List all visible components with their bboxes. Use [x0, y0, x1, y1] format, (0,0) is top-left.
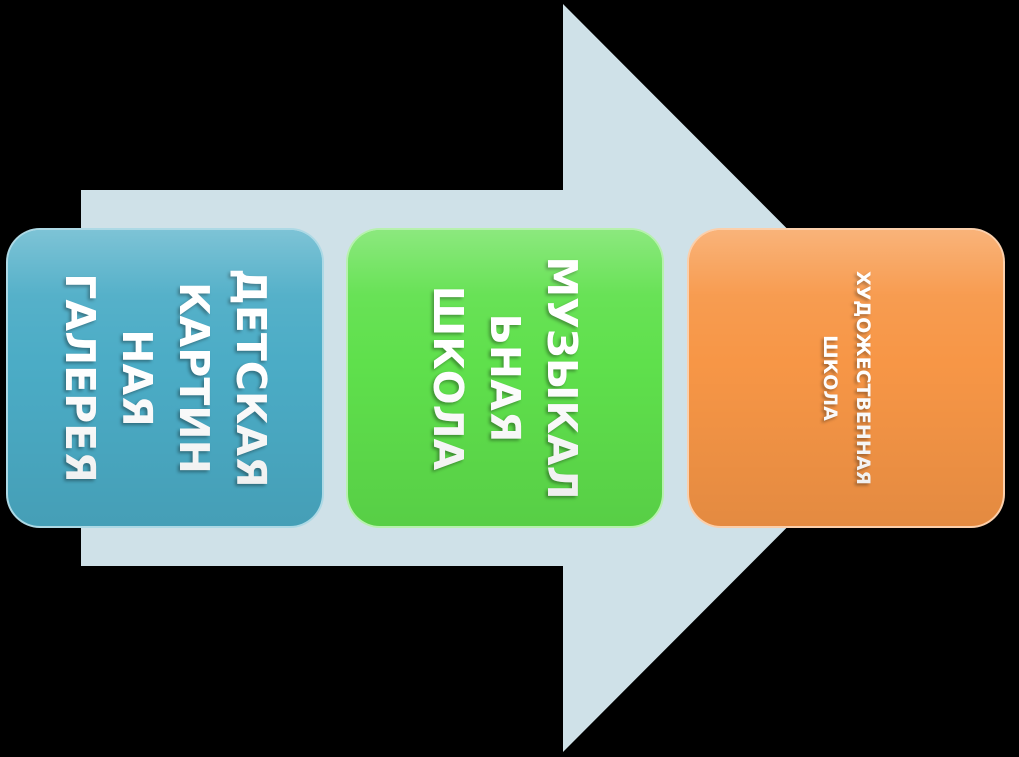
step-label: ХУДОЖЕСТВЕННАЯ ШКОЛА: [819, 270, 874, 486]
step-label: МУЗЫКАЛ ЬНАЯ ШКОЛА: [424, 256, 587, 500]
step-label-wrap: ДЕТСКАЯ КАРТИН НАЯ ГАЛЕРЕЯ: [25, 230, 305, 526]
step-label-wrap: ХУДОЖЕСТВЕННАЯ ШКОЛА: [706, 230, 986, 526]
step-label: ДЕТСКАЯ КАРТИН НАЯ ГАЛЕРЕЯ: [56, 268, 275, 488]
step-box-art-school: ХУДОЖЕСТВЕННАЯ ШКОЛА: [687, 228, 1005, 528]
step-box-music-school: МУЗЫКАЛ ЬНАЯ ШКОЛА: [346, 228, 664, 528]
step-box-childrens-gallery: ДЕТСКАЯ КАРТИН НАЯ ГАЛЕРЕЯ: [6, 228, 324, 528]
step-label-wrap: МУЗЫКАЛ ЬНАЯ ШКОЛА: [365, 230, 645, 526]
